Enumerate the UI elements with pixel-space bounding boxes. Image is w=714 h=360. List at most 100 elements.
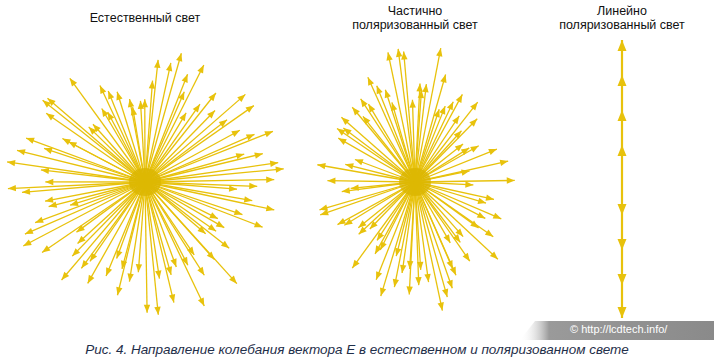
arrow-head	[351, 184, 359, 190]
arrow-head	[46, 113, 54, 120]
arrow-head	[8, 185, 16, 191]
e-vector	[145, 65, 204, 182]
e-vector	[145, 131, 273, 182]
watermark-bar	[520, 321, 714, 340]
arrow-head	[136, 264, 142, 272]
arrow-head	[345, 163, 354, 169]
arrow-head	[7, 160, 15, 166]
arrow-head	[375, 245, 382, 254]
arrow-head	[155, 270, 161, 278]
arrow-head	[208, 93, 215, 101]
arrow-head	[100, 86, 106, 95]
arrow-head	[485, 230, 493, 237]
arrow-head	[442, 289, 448, 298]
arrow-head	[355, 159, 364, 165]
arrow-head	[171, 258, 177, 267]
arrow-head	[116, 92, 122, 101]
arrow-head	[359, 226, 367, 234]
arrow-head	[385, 90, 391, 99]
arrow-head	[507, 177, 515, 183]
center-blob	[129, 168, 161, 196]
arrow-head	[477, 212, 486, 219]
e-vector	[145, 180, 274, 182]
arrow-head	[317, 163, 325, 169]
arrow-head	[391, 102, 397, 111]
e-vector	[46, 113, 145, 182]
arrow-head	[81, 260, 88, 268]
arrow-head	[415, 277, 421, 285]
arrow-head	[461, 169, 469, 175]
arrow-head	[500, 160, 509, 166]
e-vector	[100, 86, 145, 182]
arrow-head	[231, 130, 240, 137]
arrow-head	[221, 241, 229, 248]
e-vector	[117, 92, 145, 182]
arrow-head	[244, 196, 252, 202]
arrow-head	[182, 74, 188, 83]
arrow-head	[108, 91, 114, 100]
e-vector	[404, 52, 415, 182]
arrow-head	[358, 220, 366, 228]
arrow-head	[93, 124, 101, 132]
arrow-head	[42, 245, 50, 252]
e-vector	[42, 182, 145, 252]
arrow-head	[166, 63, 172, 71]
e-vector	[145, 163, 278, 182]
arrow-head	[198, 297, 204, 306]
arrow-head	[469, 119, 477, 127]
arrow-head	[207, 251, 215, 259]
arrow-head	[26, 138, 35, 144]
e-vector	[415, 182, 447, 297]
arrow-head	[178, 92, 184, 101]
arrow-head	[41, 168, 49, 174]
arrow-head	[207, 111, 215, 119]
arrow-head	[376, 271, 382, 280]
arrow-head	[127, 273, 133, 281]
arrow-head	[44, 148, 53, 154]
arrow-head	[22, 188, 30, 194]
arrow-head	[424, 274, 430, 282]
arrow-head	[490, 251, 498, 259]
arrow-head	[338, 138, 347, 145]
arrow-head	[618, 75, 627, 86]
arrow-head	[465, 181, 473, 187]
arrow-head	[176, 53, 182, 62]
e-vector	[23, 182, 145, 246]
e-vector	[352, 182, 415, 268]
arrow-head	[352, 107, 360, 115]
arrow-head	[327, 178, 335, 184]
arrow-head	[470, 221, 478, 228]
arrow-head	[144, 305, 150, 313]
watermark: © http://lcdtech.info/	[570, 323, 667, 335]
arrow-head	[439, 106, 445, 115]
arrow-head	[116, 250, 122, 259]
e-vector	[415, 182, 419, 285]
arrow-head	[454, 131, 462, 139]
e-vector	[81, 182, 145, 268]
e-vector	[8, 182, 145, 189]
arrow-head	[197, 267, 204, 275]
arrow-head	[254, 221, 263, 227]
arrow-head	[447, 280, 453, 289]
arrow-head	[410, 100, 416, 108]
arrow-head	[154, 60, 160, 68]
arrow-head	[618, 204, 627, 215]
arrow-head	[266, 177, 274, 183]
arrow-head	[352, 260, 359, 268]
arrow-head	[47, 98, 55, 106]
e-vector	[398, 49, 415, 182]
e-vector	[43, 100, 145, 182]
arrow-head	[368, 104, 375, 113]
arrow-head	[400, 265, 406, 273]
e-vector	[145, 182, 158, 315]
arrow-head	[618, 307, 627, 318]
arrow-head	[254, 152, 263, 158]
e-vector	[108, 91, 145, 182]
light-type-label: Естественный свет	[45, 11, 245, 25]
arrow-head	[249, 183, 257, 189]
arrow-head	[488, 149, 497, 155]
vector-stars	[7, 40, 626, 318]
arrow-head	[208, 224, 216, 231]
arrow-head	[368, 77, 374, 86]
arrow-head	[618, 40, 627, 51]
